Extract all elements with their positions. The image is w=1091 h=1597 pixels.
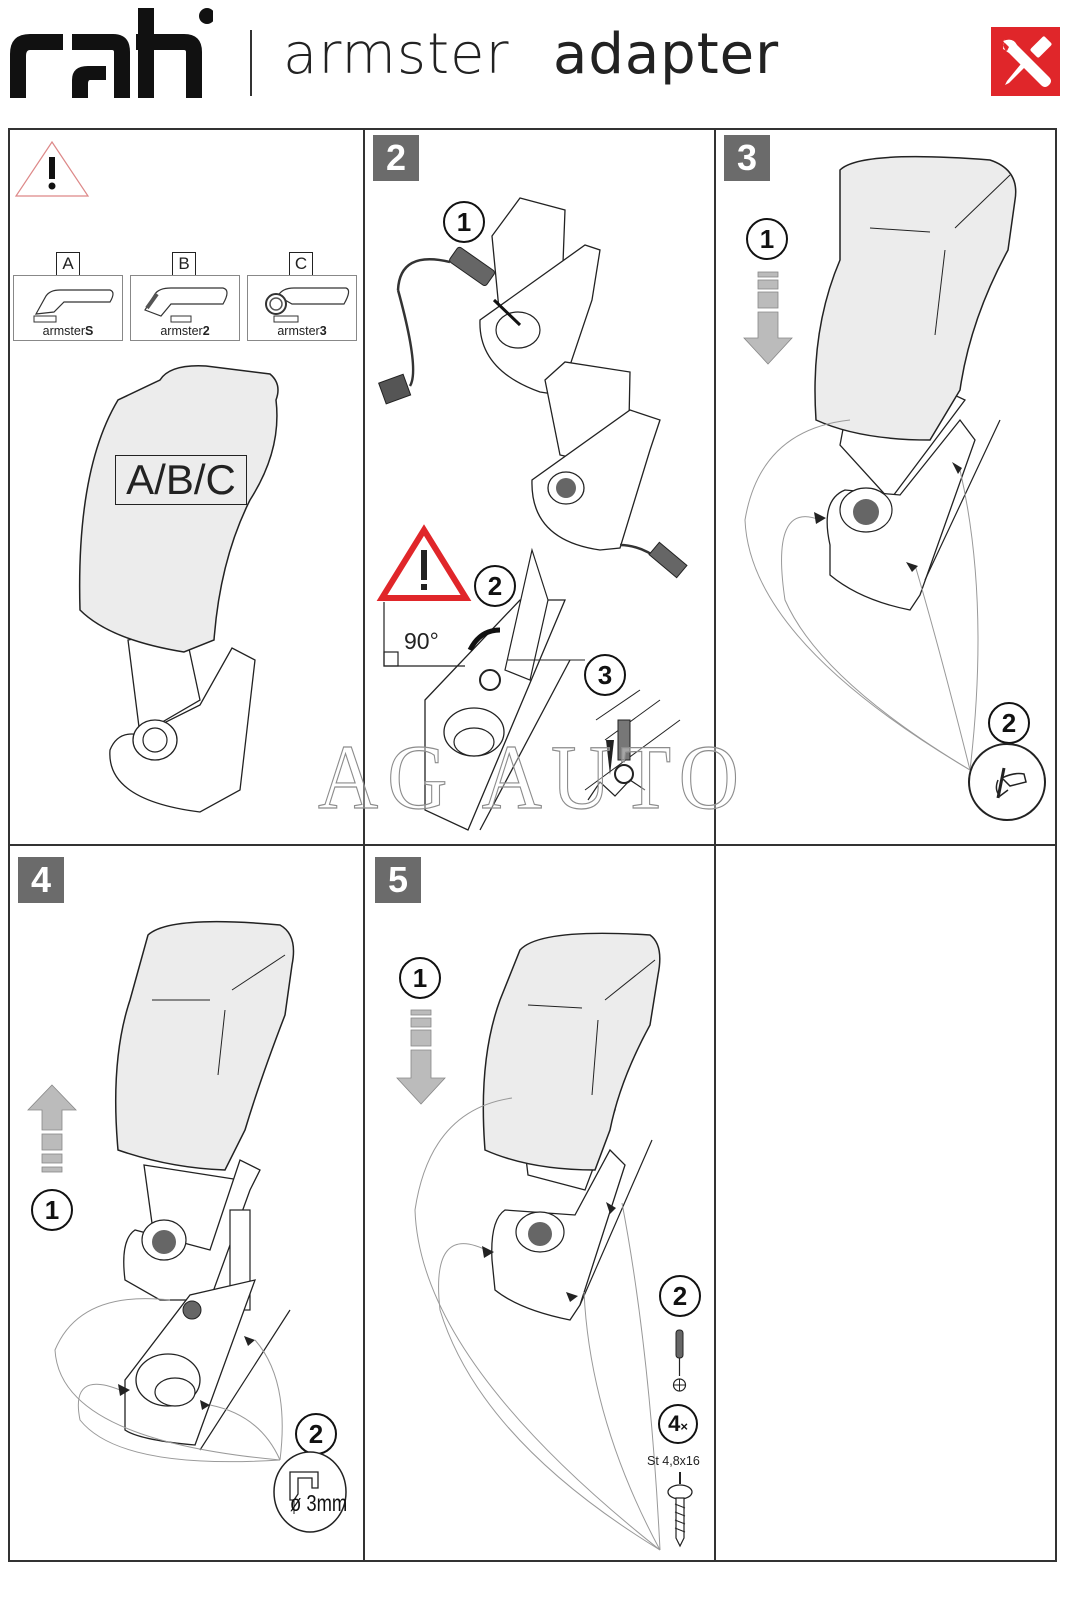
product-title-adapter: adapter bbox=[553, 22, 780, 87]
callout-1: 1 bbox=[443, 201, 485, 243]
armrest-thumbnail bbox=[265, 287, 350, 323]
callout-1: 1 bbox=[31, 1189, 73, 1231]
step-badge: 2 bbox=[373, 135, 419, 181]
step-badge: 3 bbox=[724, 135, 770, 181]
brand-logo bbox=[10, 8, 213, 98]
armrest-thumbnail bbox=[33, 289, 114, 323]
header: armster adapter bbox=[0, 0, 1091, 120]
callout-2: 2 bbox=[474, 565, 516, 607]
drill-size-label: 3mm bbox=[306, 1490, 348, 1516]
variant-armster-3: armster3 bbox=[247, 275, 357, 341]
callout-1: 1 bbox=[746, 218, 788, 260]
variant-letter-c: C bbox=[289, 252, 313, 276]
armrest-thumbnail bbox=[144, 287, 228, 323]
callout-3: 3 bbox=[584, 654, 626, 696]
product-title-armster: armster bbox=[283, 22, 510, 87]
callout-2: 2 bbox=[988, 702, 1030, 744]
variant-letter-a: A bbox=[56, 252, 80, 276]
callout-2: 2 bbox=[295, 1413, 337, 1455]
angle-label: 90° bbox=[404, 628, 439, 654]
step-badge: 4 bbox=[18, 857, 64, 903]
diameter-symbol: ø bbox=[290, 1490, 302, 1516]
screw-count-suffix: × bbox=[680, 1419, 688, 1434]
variant-armster-2: armster2 bbox=[130, 275, 240, 341]
panel-empty bbox=[716, 846, 1055, 1560]
step-badge: 5 bbox=[375, 857, 421, 903]
variant-armster-s: armsterS bbox=[13, 275, 123, 341]
variant-suffix: 3 bbox=[319, 324, 327, 338]
screw-spec-label: St 4,8x16 bbox=[647, 1454, 700, 1468]
callout-1: 1 bbox=[399, 957, 441, 999]
variant-suffix: S bbox=[85, 324, 94, 338]
callout-2: 2 bbox=[659, 1275, 701, 1317]
variant-name: armster bbox=[42, 324, 86, 338]
header-divider bbox=[250, 30, 252, 96]
variant-name: armster bbox=[277, 324, 320, 338]
variant-suffix: 2 bbox=[202, 324, 210, 338]
variant-name: armster bbox=[160, 324, 203, 338]
wrench-screwdriver-icon bbox=[991, 27, 1060, 96]
grid-divider bbox=[8, 844, 1057, 846]
screw-count: 4 bbox=[668, 1411, 681, 1436]
armrest-variant-label: A/B/C bbox=[115, 455, 247, 505]
